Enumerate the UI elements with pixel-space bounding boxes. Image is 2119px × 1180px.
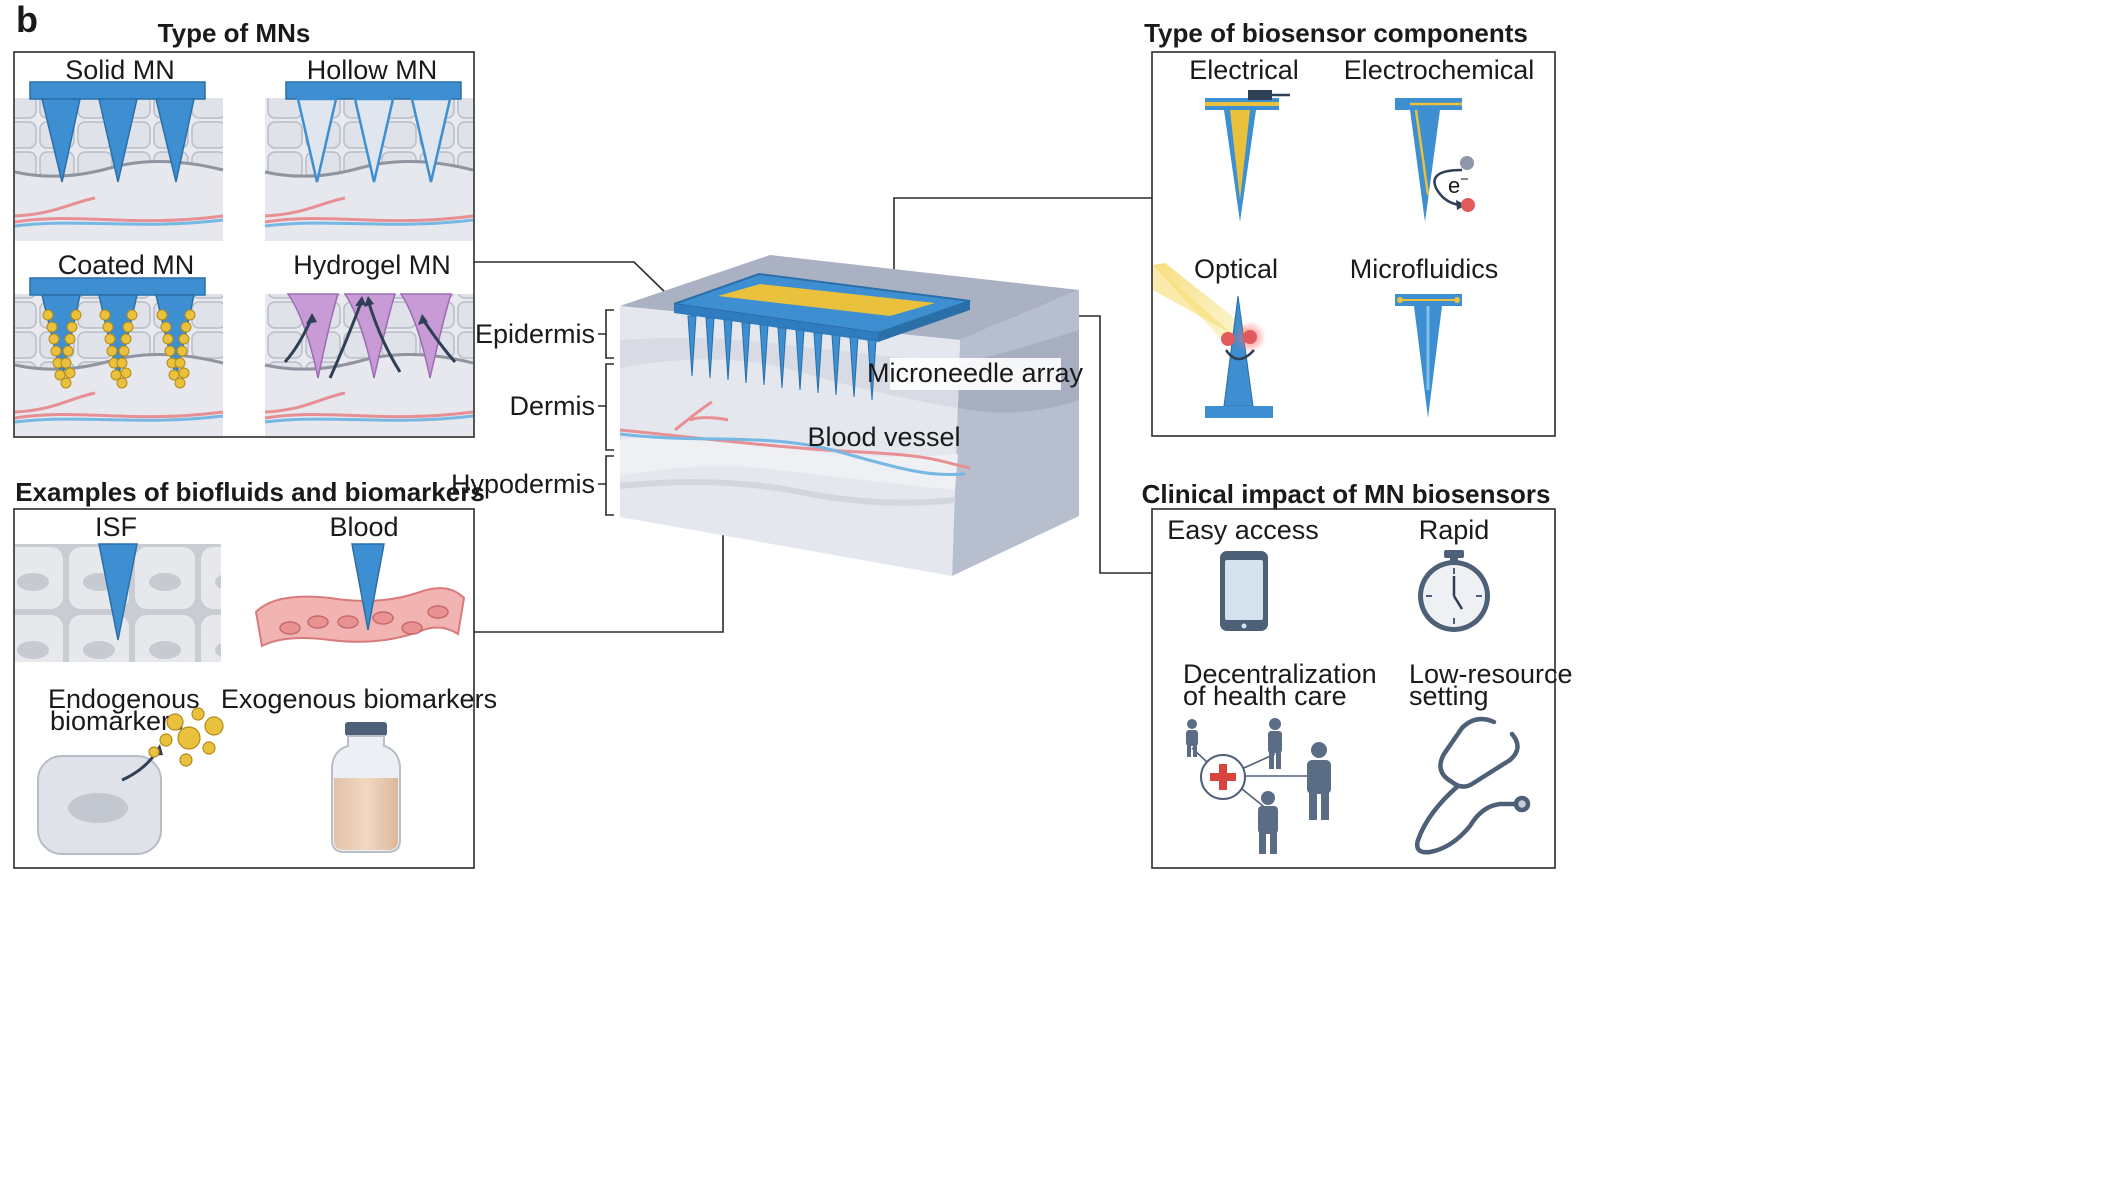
hollow-mn-label: Hollow MN: [307, 55, 438, 85]
electrochemical-sensor-illustration: [1395, 98, 1475, 222]
blood-label: Blood: [329, 512, 398, 542]
microneedle-array: [673, 272, 971, 401]
endogenous-biomarker-illustration: [37, 707, 224, 855]
electrochemical-label: Electrochemical: [1344, 55, 1535, 85]
endogenous-label-line1: Endogenous: [48, 684, 200, 714]
health-network-icon: [1186, 718, 1331, 854]
electrical-label: Electrical: [1189, 55, 1299, 85]
mn-types-title: Type of MNs: [158, 18, 311, 48]
solid-mn-illustration: [14, 81, 224, 241]
hollow-mn-illustration: [264, 81, 474, 241]
components-panel: [1151, 51, 1556, 437]
optical-sensor-illustration: [1153, 263, 1273, 418]
coated-mn-label: Coated MN: [58, 250, 195, 280]
coated-mn-illustration: [14, 277, 224, 436]
stopwatch-icon: [1418, 550, 1490, 632]
impact-title: Clinical impact of MN biosensors: [1142, 479, 1551, 509]
hydrogel-mn-label: Hydrogel MN: [293, 250, 451, 280]
isf-illustration: [15, 543, 221, 662]
epidermis-label: Epidermis: [475, 319, 595, 349]
low-resource-label-line1: Low-resource: [1409, 659, 1573, 689]
decentralization-label-line2: of health care: [1183, 681, 1347, 711]
electron-label: e: [1448, 173, 1460, 198]
dermis-label: Dermis: [510, 391, 596, 421]
hypodermis-label: Hypodermis: [451, 469, 595, 499]
easy-access-label: Easy access: [1167, 515, 1319, 545]
microfluidics-sensor-illustration: [1395, 294, 1462, 418]
electron-superscript: −: [1460, 171, 1469, 188]
biofluids-title: Examples of biofluids and biomarkers: [15, 477, 485, 507]
blood-vessel-illustration: [254, 543, 466, 648]
skin-layer-brackets: [598, 309, 614, 516]
microneedle-array-label: Microneedle array: [867, 358, 1084, 388]
blood-vessel-label: Blood vessel: [807, 422, 960, 452]
smartphone-icon: [1220, 551, 1268, 631]
solid-mn-label: Solid MN: [65, 55, 175, 85]
electrical-sensor-illustration: [1205, 90, 1290, 222]
exogenous-label: Exogenous biomarkers: [221, 684, 497, 714]
components-title: Type of biosensor components: [1144, 18, 1528, 48]
endogenous-label-line2: biomarkers: [50, 706, 184, 736]
hydrogel-mn-illustration: [264, 293, 474, 436]
optical-label: Optical: [1194, 254, 1278, 284]
microfluidics-label: Microfluidics: [1350, 254, 1499, 284]
exogenous-vial-illustration: [331, 722, 401, 853]
stethoscope-icon: [1415, 716, 1531, 855]
low-resource-label-line2: setting: [1409, 681, 1489, 711]
isf-label: ISF: [95, 512, 137, 542]
rapid-label: Rapid: [1419, 515, 1490, 545]
decentralization-label-line1: Decentralization: [1183, 659, 1377, 689]
panel-letter: b: [16, 0, 38, 40]
microneedle-array-label-bg: [890, 358, 1061, 390]
